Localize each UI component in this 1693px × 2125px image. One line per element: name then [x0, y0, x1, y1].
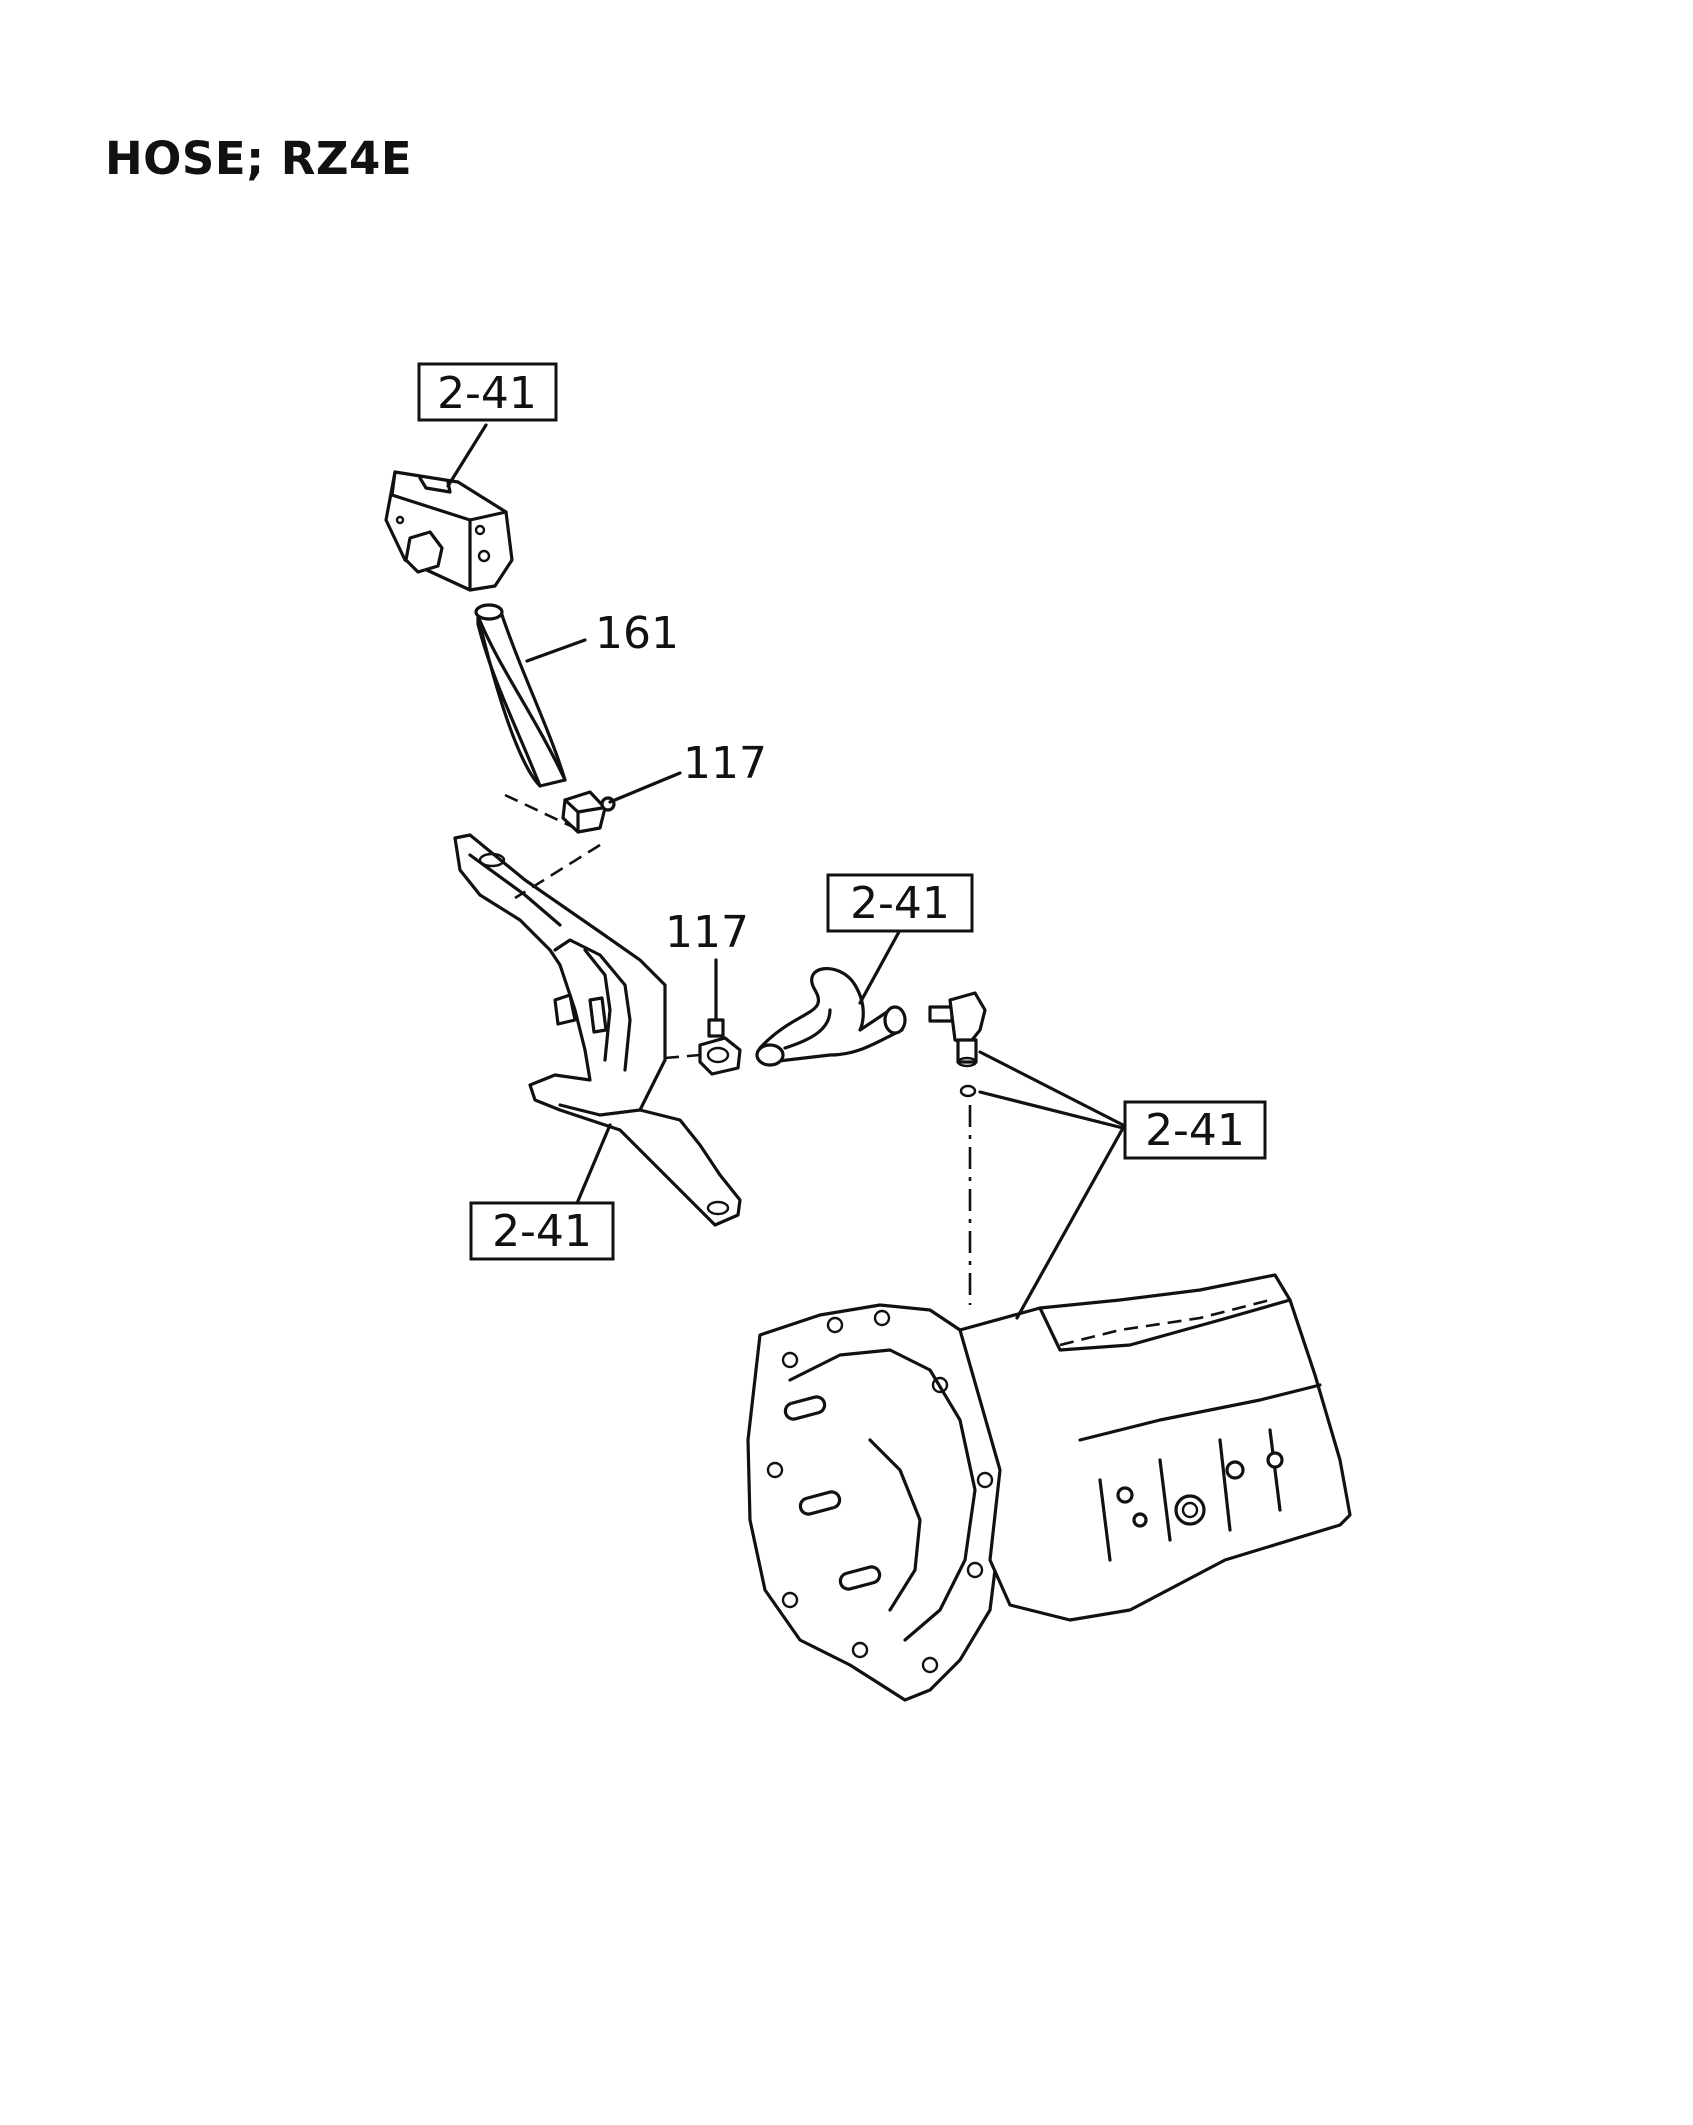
sensor-connector	[928, 991, 987, 1098]
reference-box-middle: 2-41	[826, 873, 974, 933]
reference-label: 2-41	[1145, 1105, 1245, 1156]
callout-117-lower: 117	[665, 907, 749, 958]
reference-label: 2-41	[850, 878, 950, 929]
diagram-title: HOSE; RZ4E	[105, 132, 413, 185]
transmission-part	[746, 1273, 1352, 1702]
reference-label: 2-41	[437, 368, 537, 419]
bracket-part	[453, 833, 742, 1227]
reference-box-bottom-left: 2-41	[469, 1201, 615, 1261]
callout-161: 161	[595, 608, 679, 659]
hose-elbow	[755, 967, 907, 1067]
module-part	[384, 470, 514, 592]
leader-lines	[446, 423, 1125, 1320]
reference-box-right: 2-41	[1123, 1100, 1267, 1160]
reference-label: 2-41	[492, 1206, 592, 1257]
reference-box-top: 2-41	[417, 362, 558, 422]
clip-117-lower	[698, 1018, 742, 1076]
callout-117-upper: 117	[683, 738, 767, 789]
hose-161	[474, 603, 567, 788]
